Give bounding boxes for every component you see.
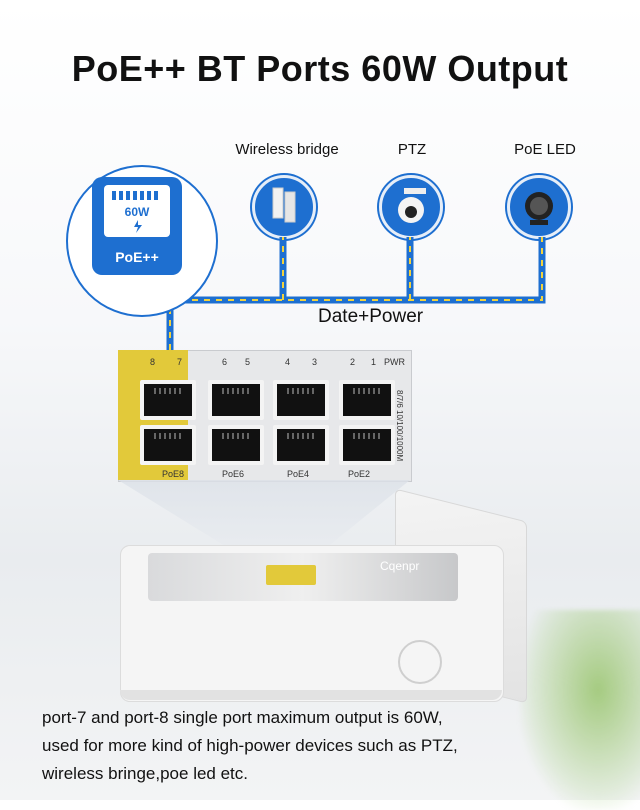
description-line: port-7 and port-8 single port maximum ou…: [42, 708, 443, 727]
poe-badge: 60W PoE++: [92, 177, 182, 275]
port-number: 8: [150, 357, 156, 367]
ethernet-port-4: [273, 380, 329, 420]
svg-text:60W: 60W: [125, 205, 150, 219]
description: port-7 and port-8 single port maximum ou…: [42, 704, 612, 788]
description-line: used for more kind of high-power devices…: [42, 736, 458, 755]
ethernet-port-2: [339, 380, 395, 420]
ethernet-port-6: [208, 380, 264, 420]
ethernet-port-icon: 60W: [104, 185, 170, 237]
ethernet-port-8: [140, 380, 196, 420]
port-number: 6: [222, 357, 228, 367]
poe-port-label: PoE2: [348, 469, 371, 479]
ethernet-port-7: [140, 425, 196, 465]
enclosure-switch: Cqenpr: [148, 553, 458, 601]
enclosure-base: [120, 690, 502, 700]
port-number: 7: [177, 357, 183, 367]
poe-port-label: PoE4: [287, 469, 310, 479]
ethernet-port-5: [208, 425, 264, 465]
port-number: 2: [350, 357, 356, 367]
brand-logo: Cqenpr: [380, 559, 420, 573]
ethernet-port-3: [273, 425, 329, 465]
ptz-camera-icon: [379, 175, 443, 239]
device-label-ptz: PTZ: [397, 141, 427, 158]
vent-grille: [398, 640, 442, 684]
device-label-poe-led: PoE LED: [514, 141, 576, 158]
port-number: 4: [285, 357, 291, 367]
ethernet-port-1: [339, 425, 395, 465]
device-label-wireless-bridge: Wireless bridge: [235, 141, 339, 158]
port-speed-text: 8/7/6 10/100/1000M: [395, 390, 404, 462]
port-number: 3: [312, 357, 318, 367]
data-power-label: Date+Power: [318, 306, 424, 327]
switch-ports-mini: [266, 565, 316, 585]
port-number: 5: [245, 357, 251, 367]
pwr-label: PWR: [384, 357, 405, 367]
poe-port-label: PoE6: [222, 469, 245, 479]
badge-poe-label: PoE++: [115, 249, 159, 265]
description-line: wireless bringe,poe led etc.: [42, 764, 249, 783]
poe-port-label: PoE8: [162, 469, 185, 479]
port-number: 1: [371, 357, 377, 367]
page-title: PoE++ BT Ports 60W Output: [71, 48, 569, 89]
background-plant: [520, 610, 640, 810]
